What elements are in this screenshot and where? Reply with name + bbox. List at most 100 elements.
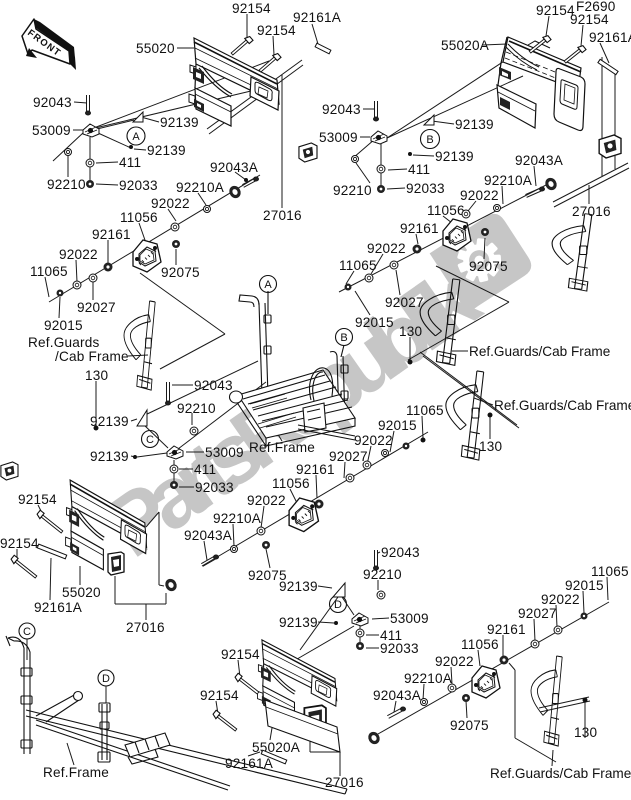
- svg-text:130: 130: [479, 439, 503, 454]
- svg-text:92033: 92033: [195, 480, 234, 495]
- svg-text:92022: 92022: [541, 592, 580, 607]
- svg-text:11056: 11056: [272, 476, 310, 491]
- svg-text:92161: 92161: [487, 622, 526, 637]
- svg-text:92027: 92027: [385, 295, 424, 310]
- svg-text:11065: 11065: [591, 564, 629, 579]
- svg-text:92139: 92139: [90, 449, 129, 464]
- svg-text:C: C: [146, 434, 154, 446]
- svg-text:92015: 92015: [44, 318, 83, 333]
- svg-text:92210: 92210: [47, 177, 86, 192]
- svg-text:11056: 11056: [461, 637, 499, 652]
- svg-text:92210A: 92210A: [176, 180, 225, 195]
- svg-text:92027: 92027: [77, 300, 116, 315]
- svg-text:411: 411: [408, 162, 430, 177]
- svg-text:92043A: 92043A: [210, 160, 259, 175]
- svg-text:130: 130: [574, 725, 598, 740]
- svg-text:92210: 92210: [363, 567, 402, 582]
- svg-text:Ref.Guards/Cab Frame: Ref.Guards/Cab Frame: [494, 398, 631, 413]
- svg-text:92161A: 92161A: [34, 600, 83, 615]
- svg-text:411: 411: [119, 155, 141, 170]
- svg-text:92139: 92139: [279, 615, 318, 630]
- svg-text:55020: 55020: [62, 585, 101, 600]
- svg-text:92075: 92075: [248, 568, 287, 583]
- svg-text:92022: 92022: [354, 433, 393, 448]
- svg-text:92015: 92015: [565, 578, 604, 593]
- svg-text:27016: 27016: [263, 208, 302, 223]
- svg-text:92154: 92154: [570, 12, 609, 27]
- svg-text:92043: 92043: [322, 102, 361, 117]
- svg-text:130: 130: [399, 324, 423, 339]
- svg-text:C: C: [23, 626, 31, 638]
- svg-text:92075: 92075: [161, 265, 200, 280]
- svg-text:11056: 11056: [427, 203, 465, 218]
- svg-text:92139: 92139: [279, 579, 318, 594]
- svg-text:53009: 53009: [205, 445, 244, 460]
- svg-text:92210A: 92210A: [404, 671, 453, 686]
- svg-text:53009: 53009: [319, 130, 358, 145]
- svg-text:92139: 92139: [435, 149, 474, 164]
- svg-text:Ref.Guards: Ref.Guards: [28, 335, 100, 350]
- svg-text:411: 411: [380, 628, 402, 643]
- svg-text:92015: 92015: [378, 418, 417, 433]
- svg-text:92027: 92027: [329, 449, 368, 464]
- svg-text:27016: 27016: [572, 204, 611, 219]
- svg-text:92075: 92075: [450, 718, 489, 733]
- svg-text:Ref.Guards/Cab Frame: Ref.Guards/Cab Frame: [490, 766, 631, 781]
- svg-text:11065: 11065: [406, 403, 444, 418]
- svg-text:92022: 92022: [435, 654, 474, 669]
- svg-text:92022: 92022: [59, 247, 98, 262]
- svg-text:53009: 53009: [32, 123, 71, 138]
- svg-text:92022: 92022: [460, 188, 499, 203]
- svg-text:92139: 92139: [90, 414, 129, 429]
- svg-text:27016: 27016: [325, 775, 364, 790]
- svg-text:A: A: [264, 279, 272, 291]
- svg-text:92043A: 92043A: [184, 528, 233, 543]
- svg-text:92033: 92033: [406, 181, 445, 196]
- svg-text:11065: 11065: [30, 264, 68, 279]
- svg-text:92022: 92022: [151, 196, 190, 211]
- svg-text:92015: 92015: [355, 315, 394, 330]
- svg-text:92161A: 92161A: [589, 30, 631, 45]
- svg-text:A: A: [132, 131, 140, 143]
- svg-text:55020A: 55020A: [441, 38, 490, 53]
- svg-text:F2690: F2690: [576, 0, 616, 14]
- svg-text:11056: 11056: [120, 210, 158, 225]
- svg-text:92154: 92154: [221, 647, 260, 662]
- svg-text:B: B: [340, 332, 347, 344]
- svg-text:92210A: 92210A: [213, 511, 262, 526]
- svg-text:411: 411: [194, 462, 216, 477]
- svg-text:Ref.Frame: Ref.Frame: [43, 765, 109, 780]
- svg-text:92154: 92154: [257, 23, 296, 38]
- svg-text:92022: 92022: [367, 241, 406, 256]
- svg-text:92154: 92154: [232, 1, 271, 16]
- svg-text:92022: 92022: [247, 493, 286, 508]
- svg-text:D: D: [102, 673, 110, 685]
- svg-text:53009: 53009: [390, 611, 429, 626]
- svg-text:Ref.Guards/Cab Frame: Ref.Guards/Cab Frame: [469, 344, 610, 359]
- svg-text:11065: 11065: [339, 258, 377, 273]
- svg-text:92043: 92043: [194, 378, 233, 393]
- svg-text:92161: 92161: [400, 221, 439, 236]
- svg-text:130: 130: [85, 368, 109, 383]
- svg-text:92043: 92043: [381, 545, 420, 560]
- svg-text:92075: 92075: [469, 259, 508, 274]
- svg-text:92161: 92161: [296, 462, 335, 477]
- svg-text:B: B: [426, 134, 433, 146]
- svg-text:92210: 92210: [177, 401, 216, 416]
- svg-text:92139: 92139: [455, 117, 494, 132]
- svg-text:55020: 55020: [136, 41, 175, 56]
- svg-text:92043A: 92043A: [373, 688, 422, 703]
- svg-text:92154: 92154: [18, 492, 57, 507]
- svg-text:92210: 92210: [333, 183, 372, 198]
- svg-text:27016: 27016: [126, 620, 165, 635]
- svg-text:/Cab Frame: /Cab Frame: [55, 349, 129, 364]
- svg-text:92139: 92139: [147, 143, 186, 158]
- svg-text:92154: 92154: [536, 3, 575, 18]
- svg-text:92161: 92161: [92, 227, 131, 242]
- svg-text:92033: 92033: [119, 178, 158, 193]
- svg-text:92033: 92033: [380, 641, 419, 656]
- svg-text:D: D: [334, 599, 342, 611]
- svg-text:92027: 92027: [518, 606, 557, 621]
- svg-text:92043A: 92043A: [515, 153, 564, 168]
- svg-text:92043: 92043: [33, 95, 72, 110]
